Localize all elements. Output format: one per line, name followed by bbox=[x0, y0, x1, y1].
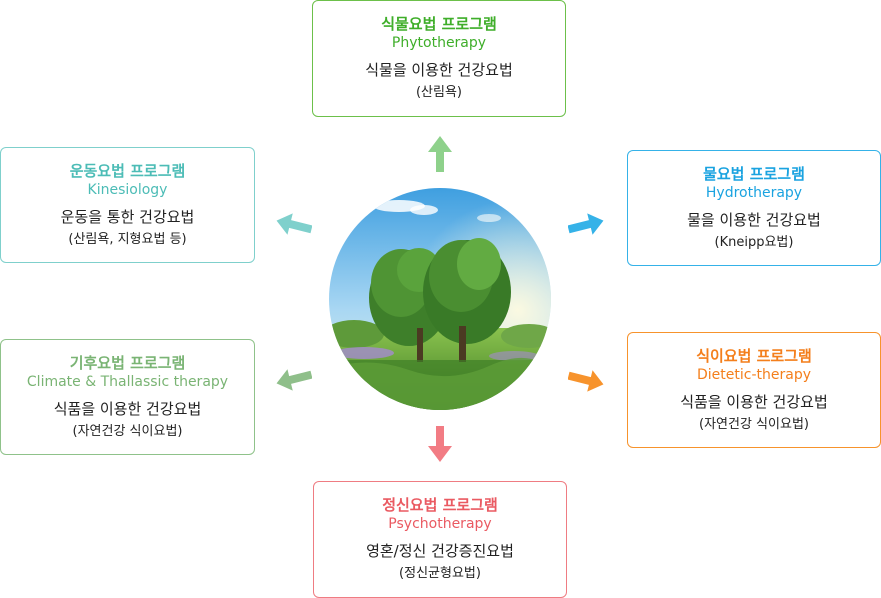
program-title: 정신요법 프로그램 bbox=[382, 496, 498, 514]
arrow-left-down-icon bbox=[276, 369, 312, 391]
program-description: 영혼/정신 건강증진요법 bbox=[366, 542, 514, 560]
program-subtitle: Dietetic-therapy bbox=[697, 367, 811, 383]
program-description: 식품을 이용한 건강요법 bbox=[53, 400, 202, 418]
tree-in-meadow-image bbox=[329, 188, 551, 410]
program-note: (자연건강 식이요법) bbox=[699, 417, 809, 432]
program-description: 운동을 통한 건강요법 bbox=[60, 208, 195, 226]
program-title: 기후요법 프로그램 bbox=[69, 354, 186, 372]
program-note: (Kneipp요법) bbox=[714, 235, 794, 250]
program-note: (산림욕) bbox=[415, 85, 463, 100]
program-title: 물요법 프로그램 bbox=[703, 165, 805, 183]
program-box-kinesiology: 운동요법 프로그램 Kinesiology 운동을 통한 건강요법 (산림욕, … bbox=[0, 147, 255, 263]
program-title: 운동요법 프로그램 bbox=[69, 162, 186, 180]
program-box-dietetic-therapy: 식이요법 프로그램 Dietetic-therapy 식품을 이용한 건강요법 … bbox=[627, 332, 881, 448]
program-box-phytotherapy: 식물요법 프로그램 Phytotherapy 식물을 이용한 건강요법 (산림욕… bbox=[312, 0, 566, 117]
arrow-right-down-icon bbox=[568, 370, 604, 392]
program-description: 식품을 이용한 건강요법 bbox=[680, 393, 828, 411]
program-subtitle: Kinesiology bbox=[87, 182, 168, 198]
program-box-psychotherapy: 정신요법 프로그램 Psychotherapy 영혼/정신 건강증진요법 (정신… bbox=[313, 481, 567, 598]
program-description: 식물을 이용한 건강요법 bbox=[365, 61, 513, 79]
arrow-right-up-icon bbox=[568, 213, 604, 235]
program-note: (정신균형요법) bbox=[399, 566, 481, 581]
program-box-climate-therapy: 기후요법 프로그램 Climate & Thallassic therapy 식… bbox=[0, 339, 255, 455]
program-title: 식물요법 프로그램 bbox=[381, 15, 497, 33]
program-subtitle: Psychotherapy bbox=[388, 516, 492, 532]
program-note: (산림욕, 지형요법 등) bbox=[68, 232, 187, 247]
arrow-left-up-icon bbox=[276, 213, 312, 235]
arrow-up-icon bbox=[428, 136, 452, 172]
program-subtitle: Phytotherapy bbox=[391, 35, 487, 51]
arrow-down-icon bbox=[428, 426, 452, 462]
program-box-hydrotherapy: 물요법 프로그램 Hydrotherapy 물을 이용한 건강요법 (Kneip… bbox=[627, 150, 881, 266]
program-title: 식이요법 프로그램 bbox=[696, 347, 812, 365]
program-description: 물을 이용한 건강요법 bbox=[687, 211, 821, 229]
program-subtitle: Climate & Thallassic therapy bbox=[26, 374, 229, 390]
program-subtitle: Hydrotherapy bbox=[705, 185, 803, 201]
program-note: (자연건강 식이요법) bbox=[72, 424, 183, 439]
